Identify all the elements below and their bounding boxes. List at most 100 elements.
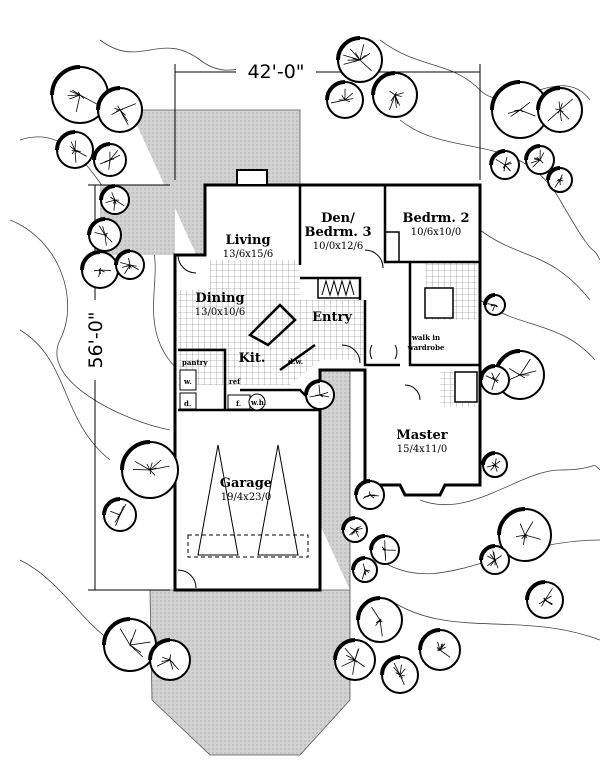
tree-branch — [519, 370, 537, 376]
tree-branch — [541, 599, 546, 607]
room-living-size: 13/6x15/6 — [223, 249, 274, 260]
tree-branch — [149, 462, 153, 471]
tree-branch — [389, 90, 396, 96]
tree-branch — [318, 384, 321, 396]
dishwasher-label: d.w. — [288, 357, 303, 366]
tree-branch — [508, 368, 521, 376]
tree-branch — [389, 94, 396, 111]
tree-branch — [319, 394, 330, 398]
tree-branch — [504, 157, 508, 166]
tree-branch — [398, 673, 401, 676]
tree-branch — [104, 234, 113, 243]
tree-branch — [494, 464, 499, 469]
tree-shadow — [418, 628, 441, 651]
tree-branch — [524, 534, 528, 539]
room-garage-size: 19/4x23/0 — [221, 492, 272, 503]
house-floor-plan — [173, 169, 482, 592]
dryer-label: d. — [184, 399, 191, 408]
tree-branch — [99, 269, 101, 275]
tree-branch — [524, 534, 541, 540]
tree-shadow — [380, 655, 401, 676]
tree-branch — [504, 164, 511, 172]
tree-branch — [114, 107, 121, 111]
room-kitchen-name: Kit. — [239, 351, 266, 366]
tree-branch — [508, 374, 521, 381]
tree-branch — [116, 513, 121, 516]
tree-branch — [559, 109, 562, 122]
tree-branch — [169, 659, 174, 670]
tree-branch — [554, 179, 561, 188]
tree-branch — [379, 619, 381, 623]
tree-branch — [129, 264, 139, 270]
tree-branch — [557, 178, 561, 181]
tree-branch — [504, 162, 512, 166]
tree-branch — [99, 269, 111, 271]
tree-branch — [110, 196, 116, 201]
room-garage-name: Garage — [220, 476, 272, 491]
tree-branch — [491, 379, 496, 391]
tree-branch — [439, 646, 446, 651]
tree-branch — [316, 394, 321, 397]
tree-branch — [119, 628, 131, 646]
tree-branch — [532, 159, 541, 168]
tree-shadow — [354, 479, 371, 496]
tree-branch — [344, 92, 353, 101]
tree-shadow — [114, 249, 131, 266]
tree-branch — [543, 598, 546, 601]
tree-branch — [74, 149, 77, 163]
tree-branch — [108, 159, 111, 170]
tree-branch — [345, 654, 356, 661]
tree-branch — [507, 109, 521, 114]
tree-branch — [69, 94, 81, 100]
tree-branch — [399, 674, 404, 679]
tree-shadow — [148, 638, 171, 661]
tree-shadow — [546, 166, 561, 181]
tree-branch — [393, 666, 401, 676]
tree-branch — [359, 44, 365, 61]
tree-branch — [534, 158, 541, 161]
tree-branch — [539, 159, 542, 162]
tree-shadow — [120, 440, 151, 471]
tree-shadow — [50, 65, 81, 96]
ref-label: ref — [229, 377, 241, 386]
tree-branch — [364, 569, 371, 572]
tree-branch — [555, 108, 561, 111]
tree-branch — [129, 641, 151, 646]
tree-branch — [70, 141, 76, 151]
room-bedrm2-name: Bedrm. 2 — [402, 211, 469, 226]
tree-branch — [559, 98, 573, 111]
tree-branch — [399, 664, 402, 676]
tree-branch — [379, 619, 383, 637]
tree-shadow — [351, 556, 366, 571]
width-dimension-label: 42'-0" — [247, 61, 304, 83]
tree-shadow — [497, 507, 526, 536]
tree-shadow — [102, 617, 131, 646]
tree-branch — [149, 469, 151, 474]
tree-branch — [105, 199, 116, 204]
tree-branch — [129, 264, 137, 267]
tree-branch — [362, 494, 371, 499]
room-living-name: Living — [225, 233, 270, 248]
tree-shadow — [336, 36, 361, 61]
tree-shadow — [356, 596, 381, 621]
tree-shadow — [80, 250, 101, 271]
tree-branch — [354, 659, 365, 668]
tree-branch — [94, 269, 101, 272]
tree-branch — [149, 469, 156, 476]
tree-branch — [522, 534, 526, 546]
tree-branch — [70, 146, 76, 151]
tree-branch — [384, 549, 386, 559]
tree-branch — [536, 156, 541, 161]
tree-branch — [394, 92, 404, 96]
tree-shadow — [524, 144, 541, 161]
tree-branch — [104, 234, 107, 246]
tree-branch — [489, 554, 496, 561]
tree-branch — [344, 99, 351, 103]
tree-shadow — [490, 80, 521, 111]
tree-branch — [119, 505, 124, 516]
tree-shadow — [371, 71, 396, 96]
tree-branch — [344, 647, 356, 661]
tree-branch — [399, 674, 405, 677]
tree-branch — [538, 599, 546, 605]
